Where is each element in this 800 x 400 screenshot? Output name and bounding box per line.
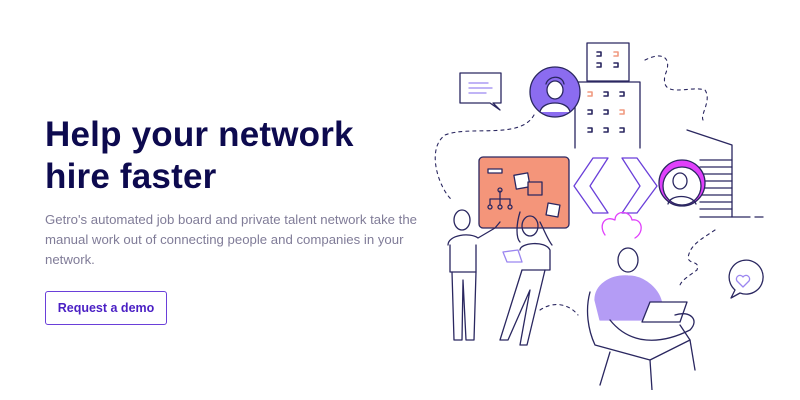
hero-title-line1: Help your network xyxy=(45,115,354,154)
hero-title: Help your network hire faster xyxy=(45,114,354,198)
building-icon xyxy=(574,42,641,149)
avatar-woman-icon xyxy=(658,159,706,207)
heart-bubble-icon xyxy=(728,259,764,299)
board-icon xyxy=(478,156,570,229)
dashed-paths-icon xyxy=(434,55,716,316)
chevrons-icon xyxy=(573,157,658,214)
avatar-man-icon xyxy=(529,66,581,118)
chat-bubble-icon xyxy=(459,72,502,111)
tower-icon xyxy=(686,129,764,218)
hero-title-line2: hire faster xyxy=(45,157,217,196)
people-icon xyxy=(447,209,696,390)
hero-description: Getro's automated job board and private … xyxy=(45,212,417,267)
hero-illustration xyxy=(434,42,764,390)
request-demo-button[interactable]: Request a demo xyxy=(45,291,167,325)
